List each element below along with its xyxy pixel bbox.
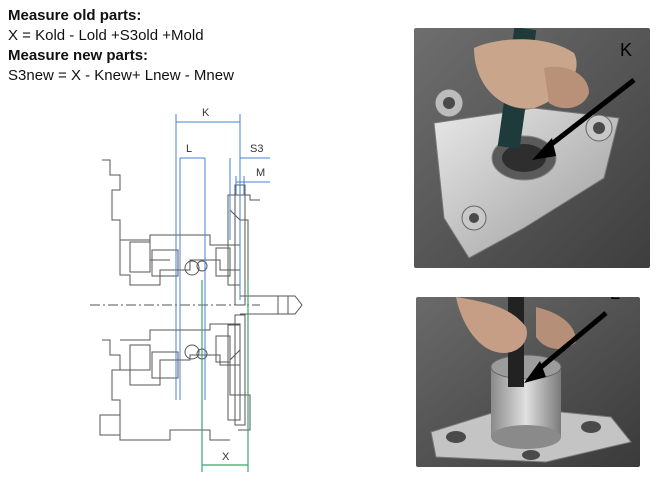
dimension-label-m: M (256, 167, 265, 179)
photo-l-illustration (416, 297, 640, 467)
housing-outline (90, 159, 303, 441)
new-parts-formula: S3new = X - Knew+ Lnew - Mnew (8, 67, 234, 84)
dimension-label-x: X (222, 451, 230, 463)
green-dimension-lines (201, 280, 249, 472)
dimension-label-k: K (202, 107, 210, 119)
new-parts-heading: Measure new parts: (8, 47, 149, 64)
old-parts-formula: X = Kold - Lold +S3old +Mold (8, 27, 204, 44)
blue-dimension-lines (175, 114, 270, 400)
dimension-label-s3: S3 (250, 143, 263, 155)
photo-k-illustration (414, 28, 650, 268)
photo-label-k: K (620, 40, 633, 60)
photo-measure-k: K (414, 28, 650, 268)
old-parts-heading: Measure old parts: (8, 7, 142, 24)
photo-measure-l: L (416, 297, 640, 467)
formula-block: Measure old parts: X = Kold - Lold +S3ol… (8, 6, 308, 86)
photo-label-l: L (610, 297, 620, 304)
dimension-label-l: L (186, 143, 192, 155)
cross-section-diagram: K L S3 M X : (90, 107, 303, 472)
